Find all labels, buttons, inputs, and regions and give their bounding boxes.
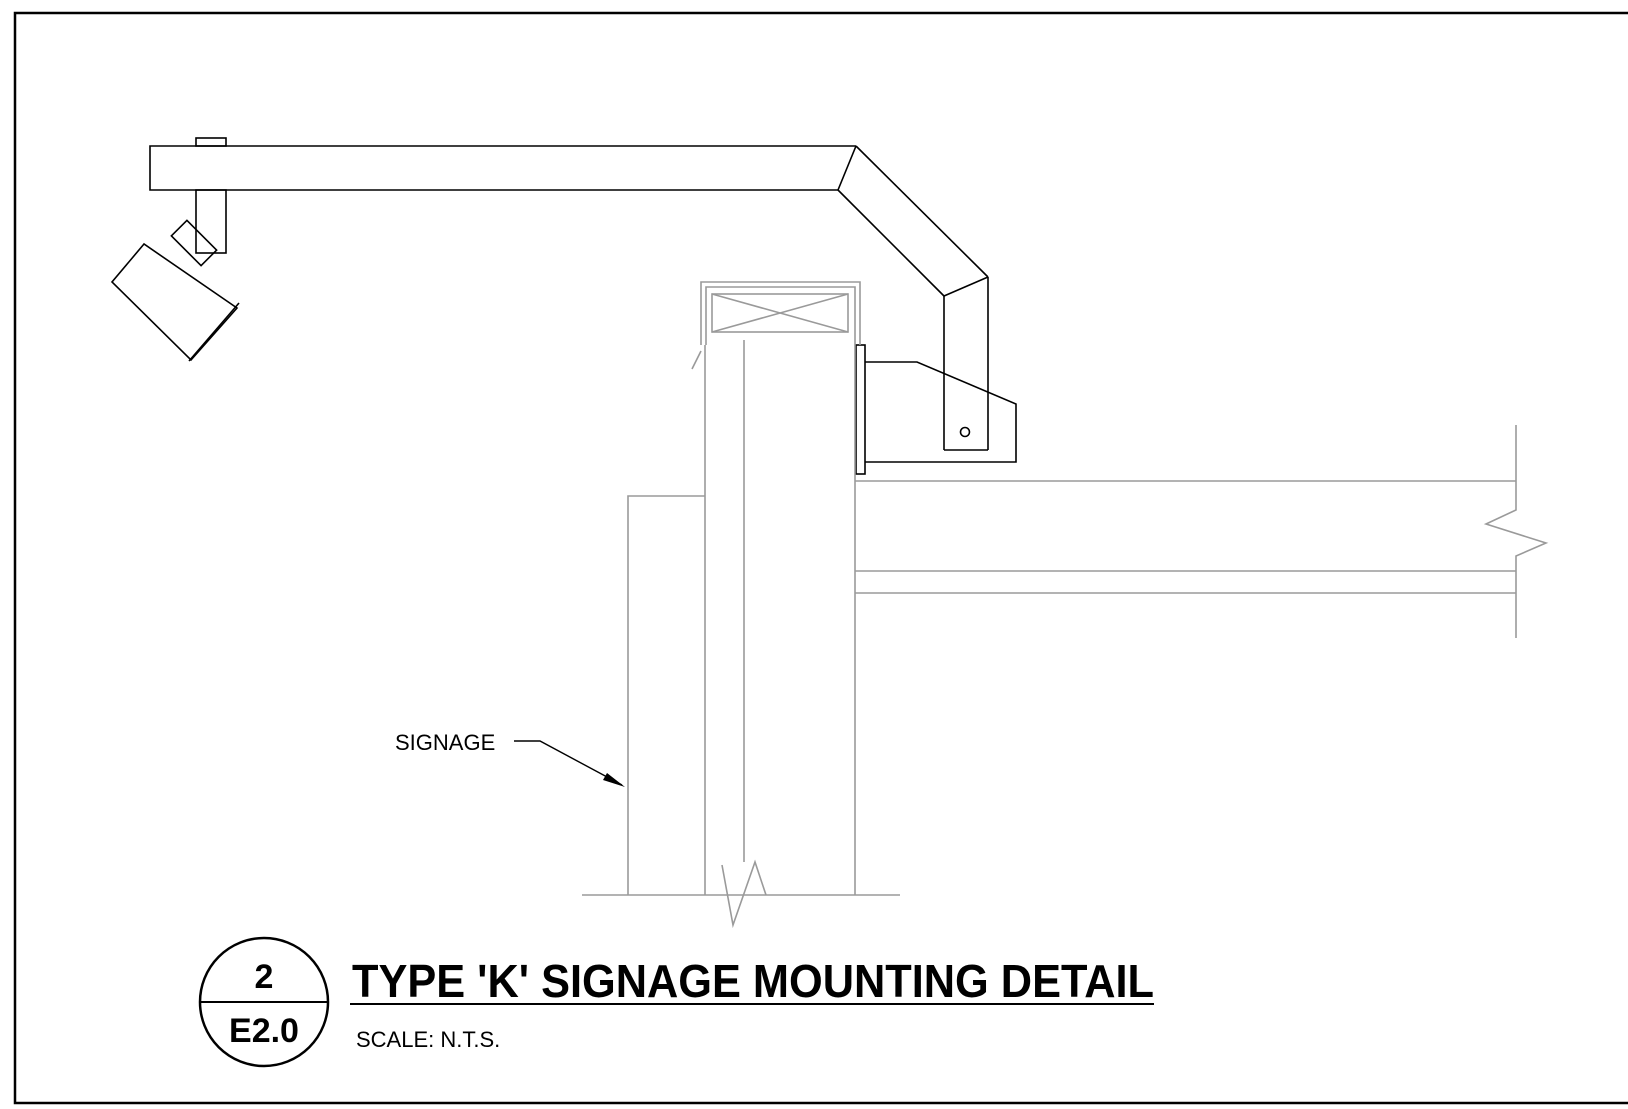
mounting-bracket — [855, 344, 1017, 475]
detail-bubble — [198, 936, 330, 1068]
detail-number: 2 — [255, 958, 274, 996]
signage-callout-label: SIGNAGE — [395, 730, 495, 755]
detail-scale: SCALE: N.T.S. — [356, 1027, 500, 1052]
signage-panel — [627, 495, 705, 895]
sheet-number: E2.0 — [229, 1012, 299, 1050]
spotlight-fixture-icon — [110, 137, 240, 362]
detail-title: TYPE 'K' SIGNAGE MOUNTING DETAIL — [352, 955, 1154, 1007]
light-arm — [149, 145, 989, 451]
roof-structure — [855, 425, 1549, 638]
bracket-bolt — [959, 426, 971, 438]
signage-leader — [514, 740, 625, 787]
parapet-wall — [691, 281, 861, 929]
drawing-border — [13, 11, 1628, 1105]
